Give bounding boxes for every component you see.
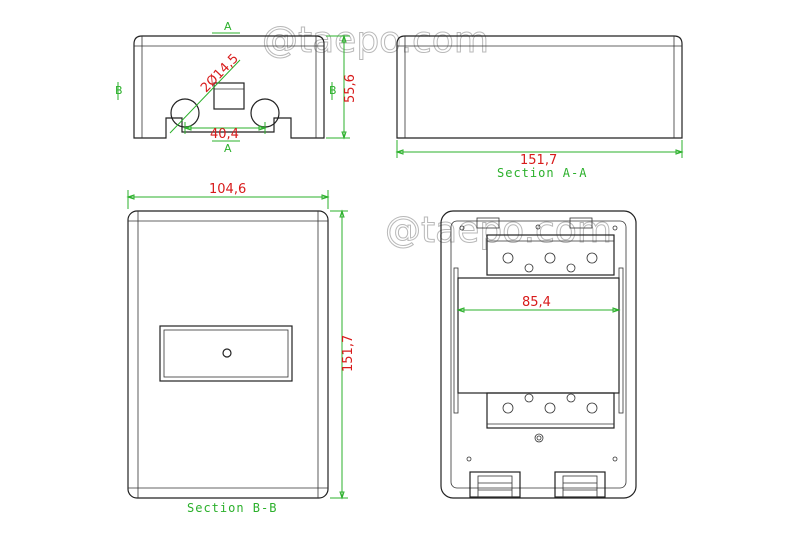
adapter-block-bottom	[486, 392, 615, 429]
inner-width-label: 85,4	[522, 295, 551, 310]
section-letter-top-a: A	[224, 20, 232, 33]
screw-hole	[222, 348, 232, 358]
section-letter-left-b: B	[115, 84, 123, 97]
section-letter-bottom-a: A	[224, 142, 232, 155]
hole-spacing-label: 40,4	[210, 127, 239, 142]
section-bb-view	[127, 210, 329, 499]
diameter-leader	[169, 59, 241, 134]
length-a-label: 151,7	[520, 153, 557, 168]
caption-section-bb: Section B-B	[187, 501, 277, 515]
section-letter-right-b: B	[329, 84, 337, 97]
adapter-plate	[159, 325, 293, 382]
adapter-window	[213, 82, 245, 110]
interior-view	[440, 210, 637, 499]
length-b-label: 151,7	[341, 335, 356, 372]
watermark-top: @taepo.com	[262, 20, 489, 61]
height-label: 55,6	[343, 74, 358, 103]
section-aa-view	[396, 35, 683, 139]
width-label: 104,6	[209, 182, 246, 197]
adapter-block-top	[486, 234, 615, 276]
caption-section-aa: Section A-A	[497, 166, 587, 180]
watermark-middle: @taepo.com	[385, 210, 612, 251]
